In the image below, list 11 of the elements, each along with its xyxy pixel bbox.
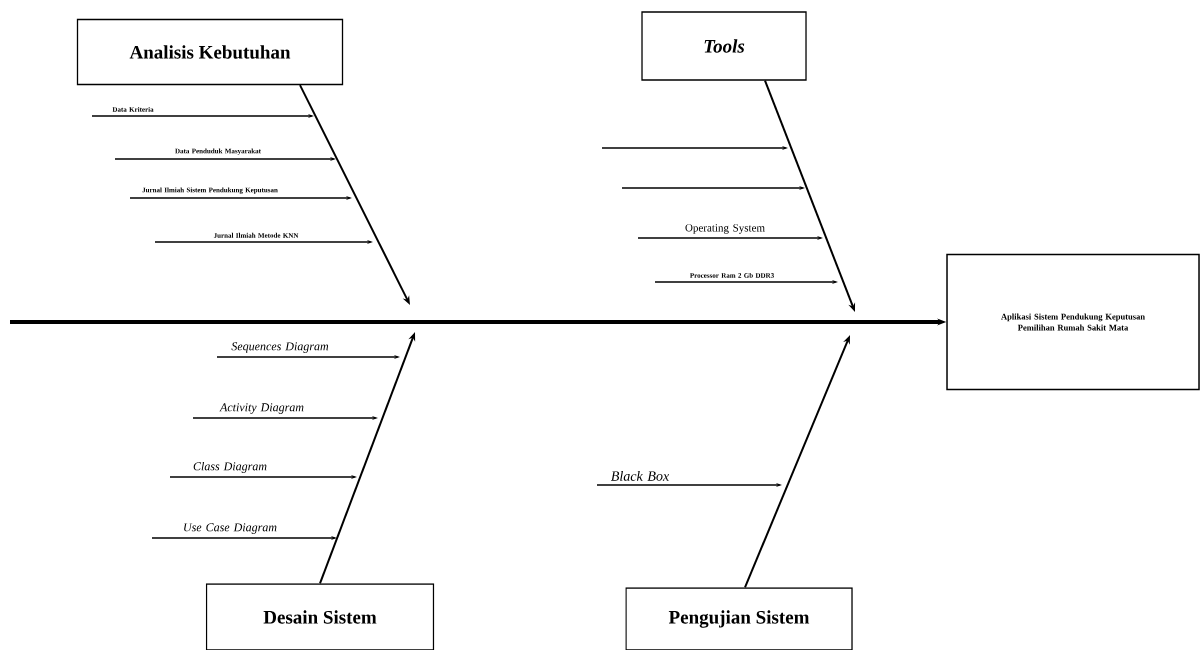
cause-label: Use Case Diagram: [184, 523, 277, 534]
cause-label: Class Diagram: [193, 461, 267, 473]
effect-box: Aplikasi Sistem Pendukung Keputusan Pemilihan Rumah Sakit Mata: [946, 253, 1200, 391]
category-box: Analisis Kebutuhan: [76, 18, 344, 86]
cause-label: Black Box: [611, 470, 670, 481]
category-box: Pengujian Sistem: [625, 587, 853, 650]
cause-label: Sequences Diagram: [231, 342, 329, 353]
category-box: Desain Sistem: [205, 583, 435, 650]
category-box: Tools: [641, 11, 807, 81]
cause-label: Activity Diagram: [219, 403, 304, 414]
cause-label: Operating System: [685, 224, 765, 234]
